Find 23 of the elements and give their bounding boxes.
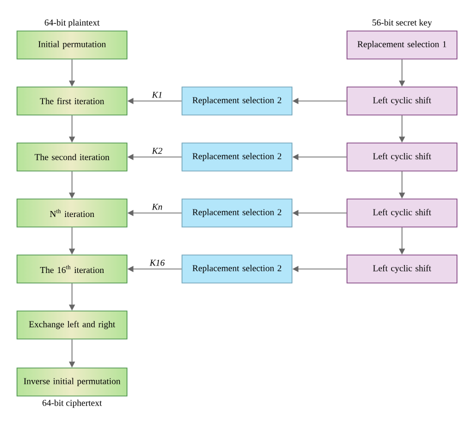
- process-box: Initial permutation: [16, 30, 128, 60]
- selection-box: Replacement selection 2: [182, 254, 292, 284]
- key-box: Left cyclic shift: [346, 198, 458, 228]
- process-box: Inverse initial permutation: [16, 368, 128, 396]
- process-box: The first iteration: [16, 86, 128, 116]
- process-box: N$^{th}$ iteration: [16, 198, 128, 228]
- edge-label: K2: [152, 148, 162, 154]
- process-box: The 16$^{th}$ iteration: [16, 254, 128, 284]
- edge-label: Kn: [152, 204, 162, 210]
- process-box: The second iteration: [16, 142, 128, 172]
- caption-text: 64-bit plaintext: [44, 19, 100, 28]
- caption-text: 56-bit secret key: [372, 19, 432, 28]
- selection-box: Replacement selection 2: [182, 142, 292, 172]
- key-box: Left cyclic shift: [346, 254, 458, 284]
- process-box: Exchange left and right: [16, 310, 128, 340]
- key-box: Left cyclic shift: [346, 142, 458, 172]
- key-box: Left cyclic shift: [346, 86, 458, 116]
- edge-label: K1: [152, 92, 162, 98]
- selection-box: Replacement selection 2: [182, 198, 292, 228]
- edge-label: K16: [150, 260, 165, 266]
- caption-text: 64-bit ciphertext: [42, 400, 102, 408]
- selection-box: Replacement selection 2: [182, 86, 292, 116]
- key-box: Replacement selection 1: [346, 30, 458, 60]
